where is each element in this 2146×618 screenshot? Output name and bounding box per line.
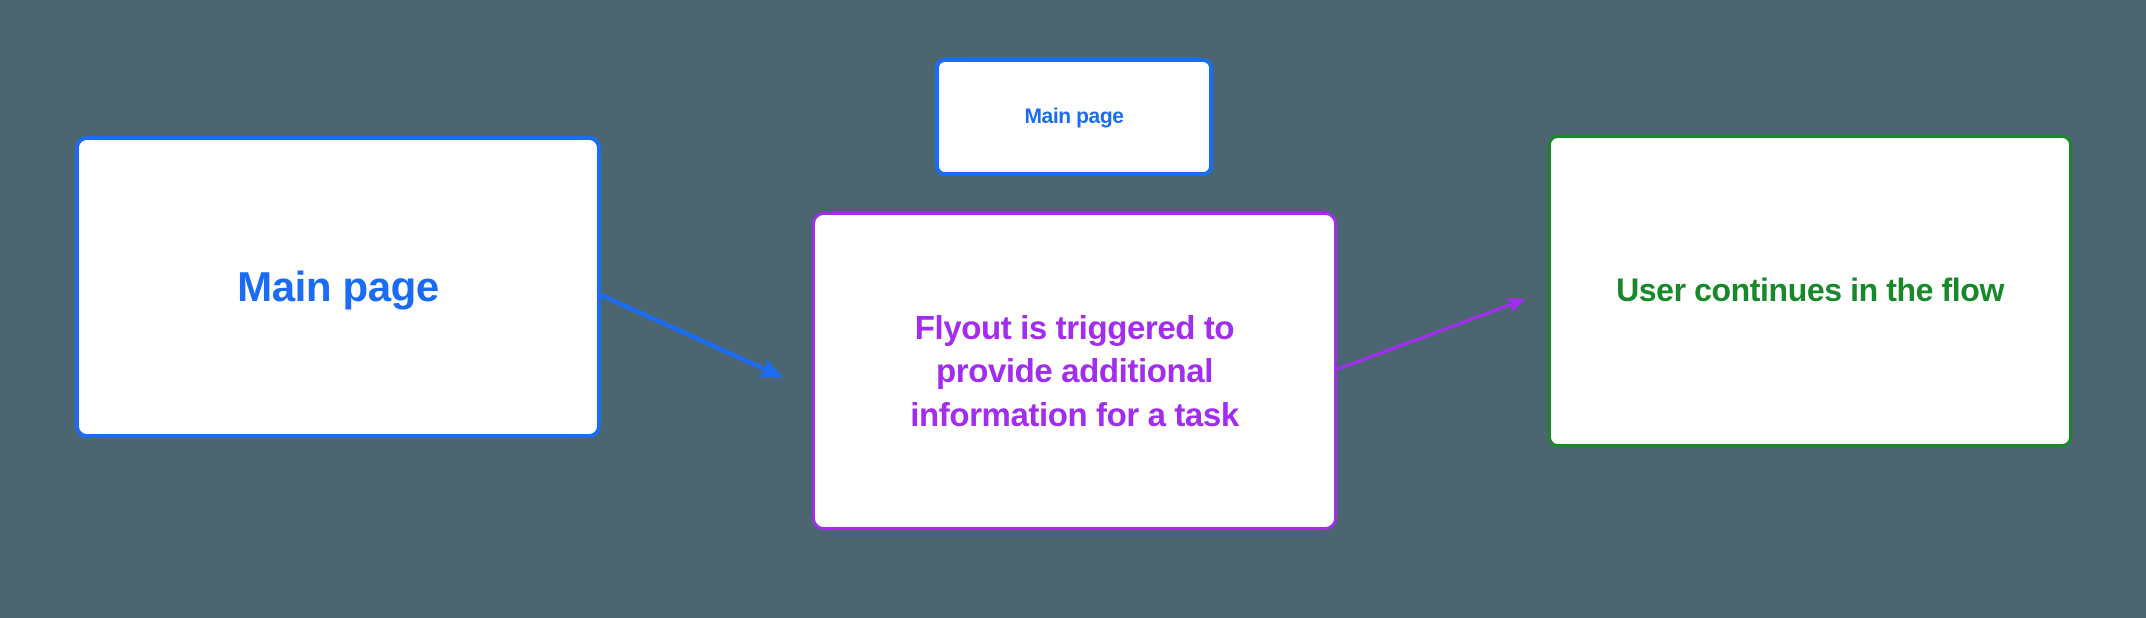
- node-main-page-large-label: Main page: [237, 263, 439, 311]
- node-main-page-large[interactable]: Main page: [75, 136, 601, 438]
- connector-flyout-to-user-continues: [1337, 297, 1526, 371]
- connector-main-page-to-flyout: [600, 292, 784, 379]
- node-flyout-label-line-1: Flyout is triggered to: [914, 308, 1235, 346]
- node-user-continues[interactable]: User continues in the flow: [1548, 135, 2072, 447]
- node-main-page-small-label: Main page: [1024, 104, 1124, 128]
- node-user-continues-label: User continues in the flow: [1616, 272, 2004, 309]
- node-flyout-label-line-2: provide additional: [936, 352, 1213, 390]
- node-flyout-label-line-3: information for a task: [910, 395, 1239, 433]
- node-main-page-small[interactable]: Main page: [935, 58, 1213, 176]
- node-flyout-label: Flyout is triggered to provide additiona…: [910, 306, 1239, 437]
- node-flyout[interactable]: Flyout is triggered to provide additiona…: [812, 212, 1337, 530]
